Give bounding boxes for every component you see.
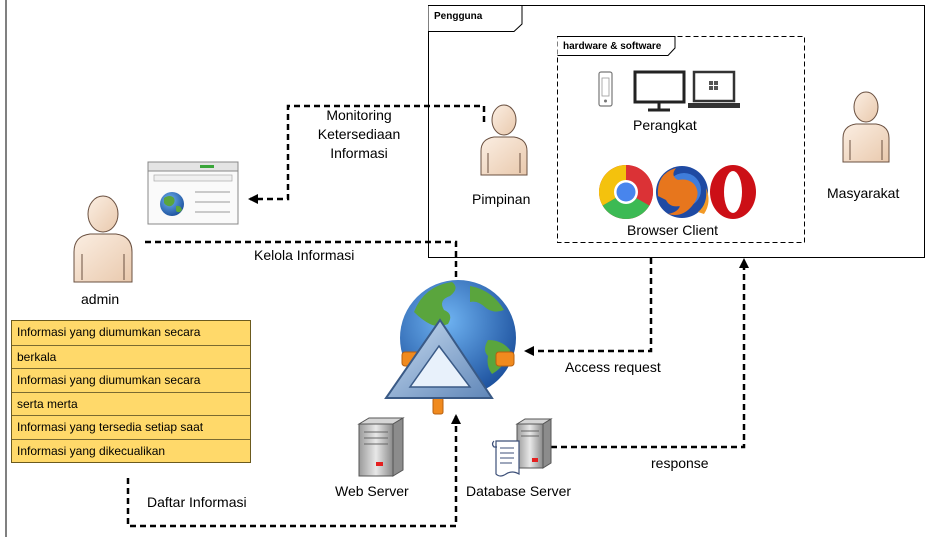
laptop-icon: [688, 70, 740, 108]
monitoring-label-line-3: Informasi: [330, 145, 388, 161]
person-icon: [842, 91, 890, 163]
list-item: Informasi yang diumumkan secara: [17, 325, 201, 339]
list-item: serta merta: [12, 391, 250, 416]
person-icon: [480, 104, 528, 176]
daftar-connector: [126, 414, 461, 528]
pengguna-frame-label: Pengguna: [434, 11, 483, 22]
connectors: [126, 104, 749, 528]
globe-icon: [384, 280, 516, 415]
daftar-informasi-label: Daftar Informasi: [147, 494, 247, 510]
response-connector: [551, 258, 749, 449]
list-item: Informasi yang dikecualikan: [12, 438, 250, 463]
kelola-connector: [145, 240, 461, 296]
monitor-icon: [633, 70, 686, 112]
masyarakat-label: Masyarakat: [827, 185, 900, 201]
browser-window-icon: [147, 161, 239, 225]
person-icon: [73, 195, 133, 283]
pengguna-frame: [428, 5, 925, 258]
web-server-label: Web Server: [335, 483, 409, 499]
monitoring-connector: [248, 104, 486, 204]
kelola-informasi-label: Kelola Informasi: [254, 247, 355, 263]
monitoring-label-line-2: Ketersediaan: [317, 126, 401, 142]
list-item: berkala: [12, 344, 250, 369]
phone-icon: [598, 71, 613, 107]
hardware-software-frame: [557, 36, 805, 243]
server-icon: [357, 417, 405, 477]
chrome-icon: [598, 165, 654, 220]
browser-client-label: Browser Client: [627, 222, 719, 238]
server-icon: [515, 418, 553, 469]
information-list-table: Informasi yang diumumkan secara berkala …: [11, 320, 251, 463]
firefox-icon: [656, 166, 709, 218]
document-icon: [491, 440, 520, 477]
perangkat-label: Perangkat: [633, 117, 697, 133]
access-request-label: Access request: [565, 359, 661, 375]
opera-icon: [710, 165, 756, 219]
list-item: Informasi yang diumumkan secara: [12, 368, 250, 392]
database-server-label: Database Server: [466, 483, 572, 499]
response-label: response: [651, 455, 709, 471]
admin-label: admin: [81, 291, 120, 307]
pimpinan-label: Pimpinan: [472, 191, 531, 207]
list-item: Informasi yang tersedia setiap saat: [12, 415, 250, 439]
hardware-software-frame-label: hardware & software: [563, 41, 662, 52]
access-request-connector: [524, 258, 653, 356]
monitoring-label-line-1: Monitoring: [326, 107, 392, 123]
